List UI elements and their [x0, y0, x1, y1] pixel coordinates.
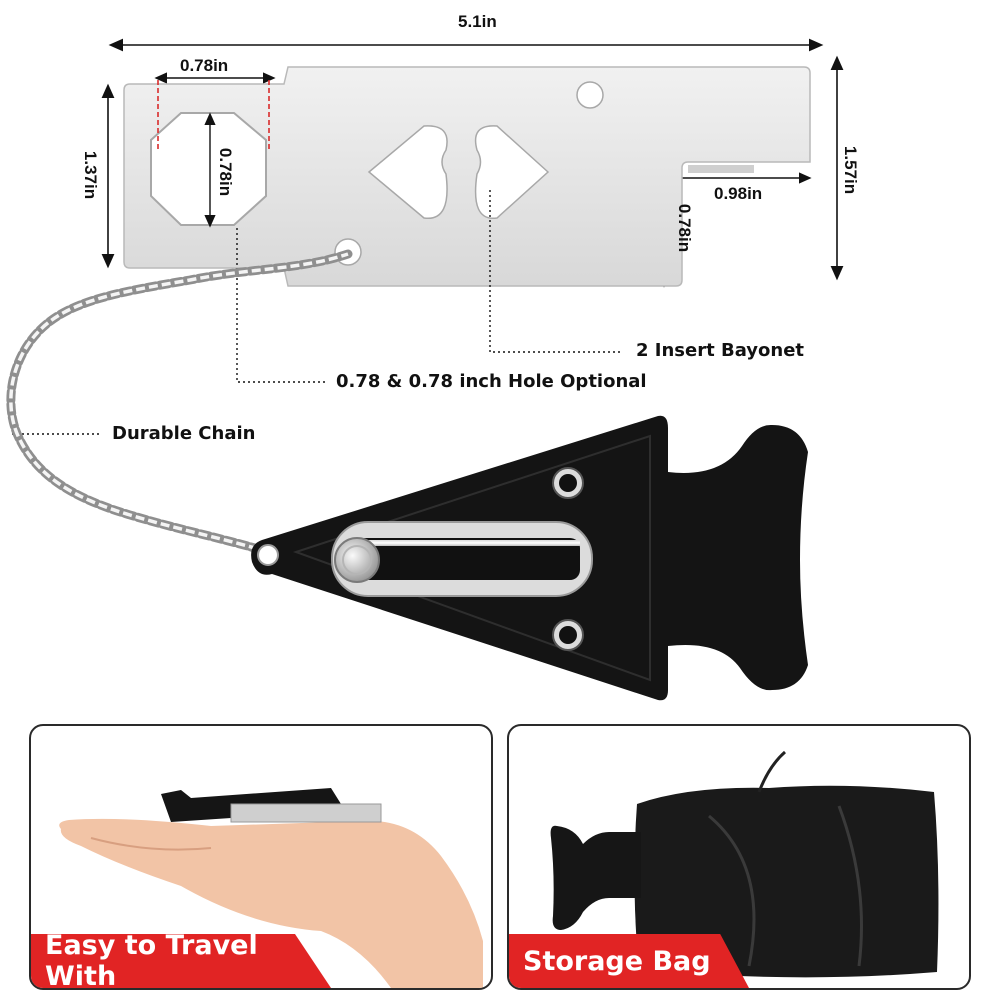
bag-folds	[708, 805, 863, 967]
screw-bottom-center	[559, 626, 577, 644]
drawstring	[757, 750, 786, 793]
hand	[59, 818, 483, 988]
lock-slot-inner	[355, 538, 580, 580]
metal-plate	[123, 66, 811, 287]
finger-crease	[90, 837, 212, 851]
slider-knob	[334, 537, 380, 583]
travel-banner: Easy to Travel With	[31, 934, 331, 988]
storage-bag-illustration	[550, 750, 939, 978]
storage-banner: Storage Bag	[509, 934, 749, 988]
hole-height-label: 0.78in	[216, 147, 236, 197]
hole-width-label: 0.78in	[180, 56, 229, 75]
hand-holding-lock	[59, 788, 483, 988]
tab-edge	[688, 165, 754, 173]
hole-callout-line	[236, 228, 326, 383]
hex-hole	[150, 112, 267, 226]
screw-top-center	[559, 474, 577, 492]
tab-width-label: 0.98in	[714, 184, 763, 203]
length-label: 5.1in	[458, 12, 497, 31]
storage-panel: Storage Bag	[507, 724, 971, 990]
plate-height-label: 1.37in	[81, 150, 101, 200]
slider-knob-ring	[342, 545, 372, 575]
total-height-label: 1.57in	[841, 145, 861, 195]
blade-edge	[360, 540, 580, 546]
mini-plate	[230, 803, 382, 823]
lock-handle-peek	[550, 825, 641, 930]
travel-panel: Easy to Travel With	[29, 724, 493, 990]
lock-illustration	[6, 38, 844, 701]
lock-inner-panel	[292, 434, 651, 682]
bayonet-slot-right	[474, 125, 550, 219]
lock-chain-hole	[257, 544, 279, 566]
chain-callout: Durable Chain	[112, 423, 256, 444]
hole-callout: 0.78 & 0.78 inch Hole Optional	[336, 371, 647, 392]
bayonet-slot-left	[367, 125, 448, 219]
plate-small-hole-top	[576, 81, 604, 109]
chain-highlight	[9, 252, 349, 554]
bayonet-callout-line	[489, 190, 622, 353]
chain	[6, 249, 353, 557]
tab-height-label: 0.78in	[675, 203, 695, 253]
bayonet-callout: 2 Insert Bayonet	[636, 340, 805, 361]
